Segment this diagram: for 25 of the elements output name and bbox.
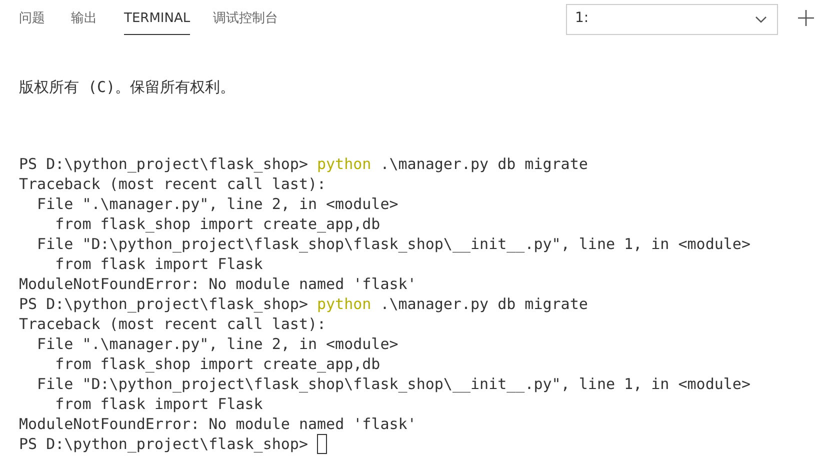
tab-label: 调试控制台 [213,10,278,28]
prompt-text: PS D:\python_project\flask_shop> [19,154,308,174]
terminal-line: from flask_shop import create_app,db [55,354,380,374]
terminal-line: from flask_shop import create_app,db [55,214,380,234]
terminal-line: from flask import Flask [55,254,263,274]
terminal-line: ModuleNotFoundError: No module named 'flask' [19,414,416,434]
command-text: python [316,294,372,314]
tab-label: 输出 [71,10,97,28]
dropdown-select: 1: [566,4,778,35]
terminal-line: 版权所有 (C)。保留所有权利。 [19,77,236,97]
tab-label: 问题 [19,10,45,28]
terminal-line: from flask import Flask [55,394,263,414]
terminal-line: File "D:\python_project\flask_shop\flask_shop\__init__.py", line 1, in <module> [37,234,750,254]
command-text: .\manager.py db migrate [380,154,588,174]
prompt-text: PS D:\python_project\flask_shop> [19,434,308,454]
command-text: .\manager.py db migrate [380,294,588,314]
terminal-line: File ".\manager.py", line 2, in <module> [37,334,398,354]
terminal-line: Traceback (most recent call last): [19,314,326,334]
terminal-line: ModuleNotFoundError: No module named 'flask' [19,274,416,294]
prompt-text: PS D:\python_project\flask_shop> [19,294,308,314]
terminal-line: Traceback (most recent call last): [19,174,326,194]
tab-label: TERMINAL [124,10,190,35]
terminal-line: File ".\manager.py", line 2, in <module> [37,194,398,214]
command-text: python [316,154,372,174]
terminal-line: File "D:\python_project\flask_shop\flask_shop\__init__.py", line 1, in <module> [37,374,750,394]
